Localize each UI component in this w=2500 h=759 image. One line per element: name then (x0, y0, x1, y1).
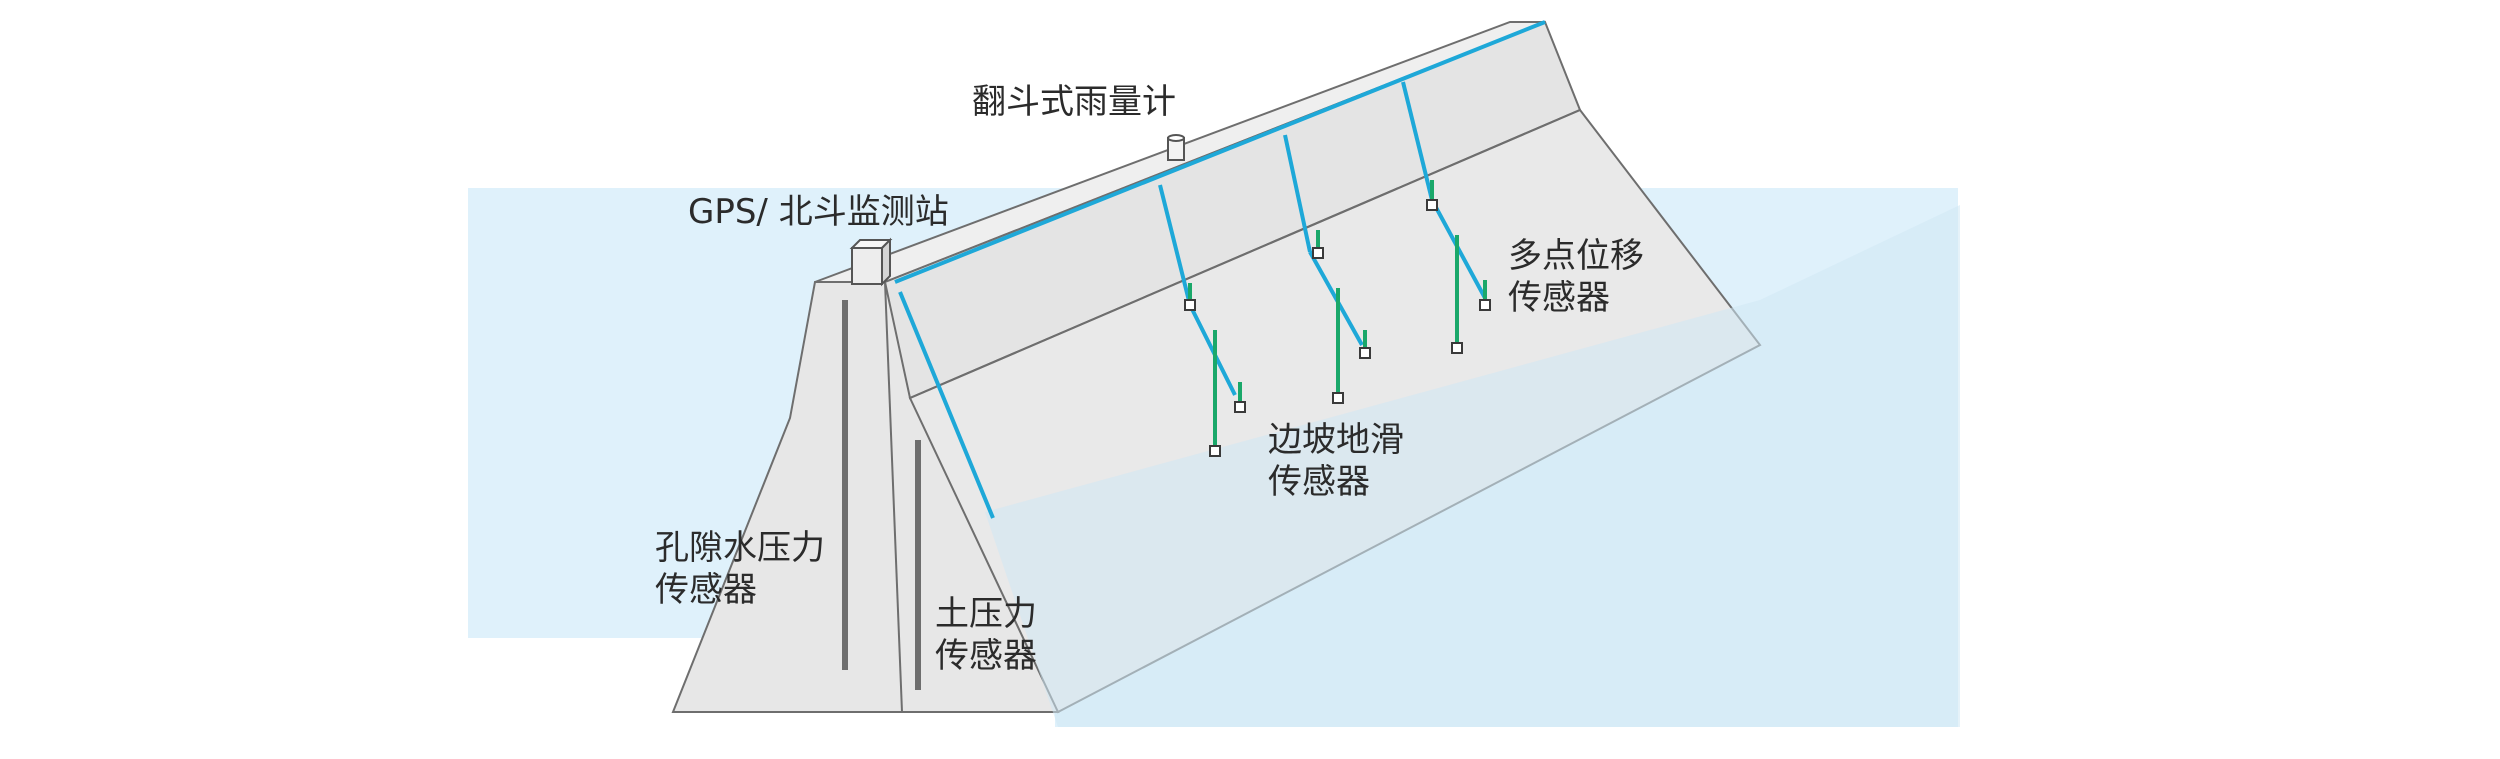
label-multipoint-line2: 传感器 (1508, 278, 1610, 318)
label-multipoint-line1: 多点位移 (1508, 236, 1644, 276)
crest-cable (894, 20, 1546, 284)
rain-gauge-icon (1167, 134, 1185, 161)
label-pore-line2: 传感器 (655, 570, 757, 610)
sensor-cable-2 (1283, 134, 1312, 253)
label-rain-gauge: 翻斗式雨量计 (972, 82, 1176, 122)
label-gps-station: GPS/ 北斗监测站 (688, 192, 949, 232)
label-earth-line2: 传感器 (935, 636, 1037, 676)
label-landslide-line2: 传感器 (1268, 462, 1370, 502)
sensor-cable-3 (1401, 81, 1434, 201)
water-surface-front (985, 205, 1960, 727)
label-landslide-line1: 边坡地滑 (1268, 420, 1404, 460)
label-pore-line1: 孔隙水压力 (655, 528, 825, 568)
front-edge-cable (898, 291, 995, 519)
sensor-cable-1b (1188, 304, 1237, 396)
label-earth-line1: 土压力 (935, 594, 1037, 634)
dam-end-ridge (884, 281, 903, 713)
gps-station-icon (849, 237, 893, 287)
dam-berm-line (909, 109, 1581, 399)
sensor-cable-1 (1158, 184, 1192, 306)
sensor-boxes (1184, 199, 1491, 457)
